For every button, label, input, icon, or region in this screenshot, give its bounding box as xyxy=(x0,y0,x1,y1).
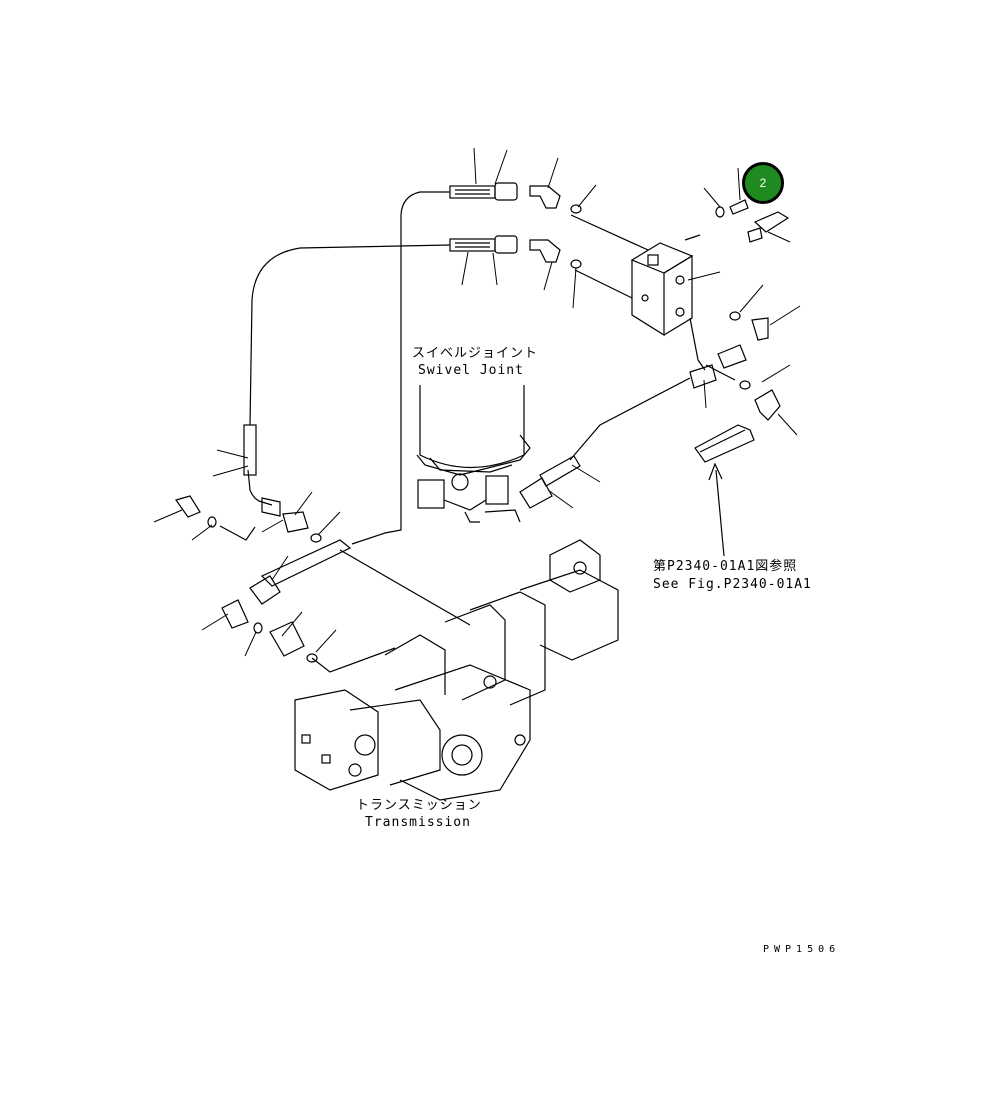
transmission-label-en: Transmission xyxy=(365,815,471,830)
see-fig-label-jp: 第P2340-01A1図参照 xyxy=(653,559,798,574)
left-hoses xyxy=(175,424,352,663)
part-callout-2[interactable]: 2 xyxy=(742,162,784,204)
swivel-joint-label-jp: スイベルジョイント xyxy=(412,346,539,361)
swivel-joint xyxy=(416,385,531,523)
transmission xyxy=(294,539,619,801)
reference-arrow xyxy=(708,462,725,557)
see-fig-label-en: See Fig.P2340-01A1 xyxy=(653,577,812,592)
drawing-code: PWP1506 xyxy=(763,944,841,955)
swivel-joint-label-en: Swivel Joint xyxy=(418,363,524,378)
transmission-label-jp: トランスミッション xyxy=(356,798,482,813)
valve-block xyxy=(630,199,790,463)
hose-lines xyxy=(219,191,736,673)
top-hoses xyxy=(449,182,582,269)
swivel-hose xyxy=(519,455,581,509)
leader-lines xyxy=(153,147,801,657)
